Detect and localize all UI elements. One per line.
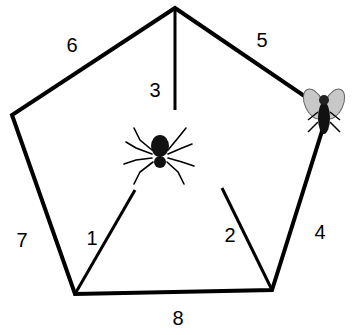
callout-number: 7	[16, 229, 27, 251]
spider-abdomen	[151, 135, 169, 157]
fly-leg	[308, 122, 318, 132]
spider-leg	[134, 162, 153, 184]
callout-number: 2	[224, 224, 235, 246]
callout-number: 1	[86, 227, 97, 249]
callout-number: 6	[66, 34, 77, 56]
spider-leg	[167, 162, 184, 184]
callout-number: 5	[256, 29, 267, 51]
spider-leg	[168, 144, 192, 154]
fly-icon	[299, 86, 349, 134]
fly-leg	[308, 112, 318, 120]
callout-number: 3	[149, 79, 160, 101]
callout-number: 8	[172, 307, 183, 329]
fly-leg	[330, 112, 340, 120]
spider-icon	[124, 128, 194, 184]
spider-leg	[168, 158, 194, 166]
pentagon-outline	[12, 8, 328, 294]
fly-leg	[330, 122, 340, 132]
spoke-line	[174, 8, 177, 110]
spider-head	[154, 156, 166, 168]
spider-leg	[124, 158, 152, 164]
spoke-line	[75, 190, 135, 294]
spider-leg	[126, 142, 152, 154]
callout-number: 4	[314, 221, 325, 243]
spider-leg	[134, 128, 152, 150]
fly-body	[318, 102, 330, 134]
spoke-line	[222, 188, 272, 290]
fly-head	[319, 95, 329, 105]
